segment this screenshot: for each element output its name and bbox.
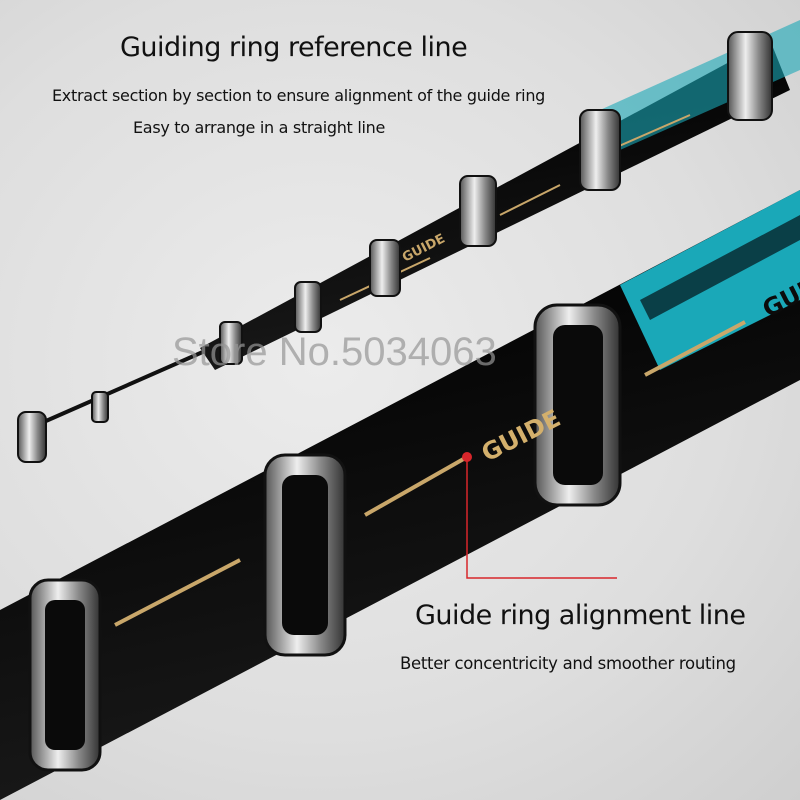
large-rod: [0, 190, 800, 800]
alignment-pointer: [462, 452, 617, 579]
alignment-line-desc: Better concentricity and smoother routin…: [400, 654, 736, 673]
reference-line-desc-2: Easy to arrange in a straight line: [133, 118, 385, 137]
reference-line-desc-1: Extract section by section to ensure ali…: [52, 86, 546, 105]
reference-line-title: Guiding ring reference line: [120, 32, 468, 63]
watermark: Store No.5034063: [172, 330, 497, 374]
alignment-line-title: Guide ring alignment line: [415, 600, 746, 631]
small-rod: [17, 20, 800, 463]
